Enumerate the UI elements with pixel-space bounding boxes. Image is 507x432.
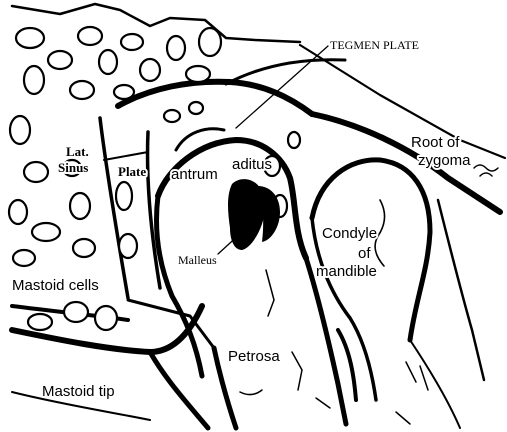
- label-tegmen-plate: TEGMEN PLATE: [330, 38, 419, 52]
- label-lat-sinus-line2: Sinus: [58, 160, 88, 175]
- label-mastoid-tip: Mastoid tip: [42, 383, 115, 400]
- label-antrum: antrum: [171, 166, 218, 183]
- label-condyle-line3: mandible: [316, 263, 377, 280]
- label-condyle-line2: of: [358, 245, 371, 262]
- label-malleus: Malleus: [178, 253, 217, 267]
- label-root-of-zygoma-line1: Root of: [411, 134, 460, 151]
- ossicles: [218, 179, 280, 254]
- label-root-of-zygoma-line2: zygoma: [418, 152, 471, 169]
- label-lat-sinus-line1: Lat.: [66, 144, 89, 159]
- label-mastoid-cells: Mastoid cells: [12, 277, 99, 294]
- label-aditus: aditus: [232, 156, 272, 173]
- label-petrosa: Petrosa: [228, 348, 280, 365]
- label-condyle-line1: Condyle: [322, 225, 377, 242]
- label-plate: Plate: [118, 164, 146, 179]
